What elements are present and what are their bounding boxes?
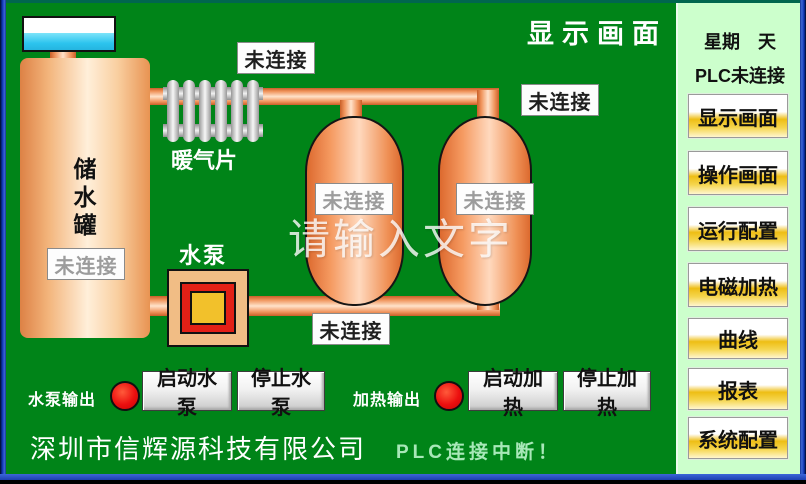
nav-operation-screen-button[interactable]: 操作画面 bbox=[688, 151, 788, 195]
water-pump bbox=[167, 269, 249, 347]
window-border-left bbox=[0, 0, 6, 484]
radiator-fin bbox=[247, 80, 259, 142]
status-tag-right: 未连接 bbox=[521, 84, 599, 116]
start-heat-button[interactable]: 启动加热 bbox=[468, 368, 558, 419]
nav-system-config-button[interactable]: 系统配置 bbox=[688, 417, 788, 459]
storage-tank-label: 储水罐 bbox=[73, 156, 97, 238]
heat-output-label: 加热输出 bbox=[353, 392, 422, 409]
radiator-fin bbox=[167, 80, 179, 142]
water-level-fill bbox=[24, 33, 114, 50]
status-tag-tank1: 未连接 bbox=[315, 183, 393, 215]
window-border-bottom-outer bbox=[0, 480, 806, 484]
nav-report-button[interactable]: 报表 bbox=[688, 368, 788, 410]
sidebar: 星期 天 PLC未连接 显示画面 操作画面 运行配置 电磁加热 曲线 报表 系统… bbox=[676, 0, 802, 480]
status-tag-bottom: 未连接 bbox=[312, 313, 390, 345]
window-border-bottom bbox=[0, 474, 806, 480]
radiator-fin bbox=[183, 80, 195, 142]
plc-interrupt-message: PLC连接中断！ bbox=[396, 442, 562, 463]
nav-display-screen-button[interactable]: 显示画面 bbox=[688, 94, 788, 138]
status-tag-top: 未连接 bbox=[237, 42, 315, 74]
stop-heat-button[interactable]: 停止加热 bbox=[563, 368, 651, 419]
plc-status-display: PLC未连接 bbox=[695, 66, 785, 86]
pipe-tank2-top-elbow bbox=[477, 90, 499, 120]
pump-label: 水泵 bbox=[179, 243, 228, 268]
pump-body bbox=[180, 282, 236, 334]
radiator-label: 暖气片 bbox=[171, 148, 238, 173]
pump-output-label: 水泵输出 bbox=[28, 392, 97, 409]
pump-core bbox=[190, 291, 226, 325]
stop-pump-button[interactable]: 停止水泵 bbox=[237, 368, 325, 419]
pipe-tank1-top-stub bbox=[340, 100, 362, 120]
watermark-text: 请输入文字 bbox=[288, 216, 514, 263]
nav-curve-button[interactable]: 曲线 bbox=[688, 318, 788, 359]
nav-run-config-button[interactable]: 运行配置 bbox=[688, 207, 788, 251]
radiator-fin bbox=[215, 80, 227, 142]
radiator-fin bbox=[231, 80, 243, 142]
start-pump-button[interactable]: 启动水泵 bbox=[142, 368, 232, 419]
page-title: 显示画面 bbox=[527, 19, 667, 49]
radiator-fin bbox=[199, 80, 211, 142]
storage-tank bbox=[20, 58, 150, 338]
window-border-right bbox=[800, 0, 806, 484]
status-tag-storage-tank: 未连接 bbox=[47, 248, 125, 280]
weekday-display: 星期 天 bbox=[704, 32, 776, 52]
nav-induction-heating-button[interactable]: 电磁加热 bbox=[688, 263, 788, 307]
water-level-indicator bbox=[22, 16, 116, 52]
company-name: 深圳市信辉源科技有限公司 bbox=[30, 434, 367, 464]
status-tag-tank2: 未连接 bbox=[456, 183, 534, 215]
heat-output-led bbox=[434, 381, 464, 411]
pump-output-led bbox=[110, 381, 140, 411]
window-border-top bbox=[0, 0, 806, 3]
